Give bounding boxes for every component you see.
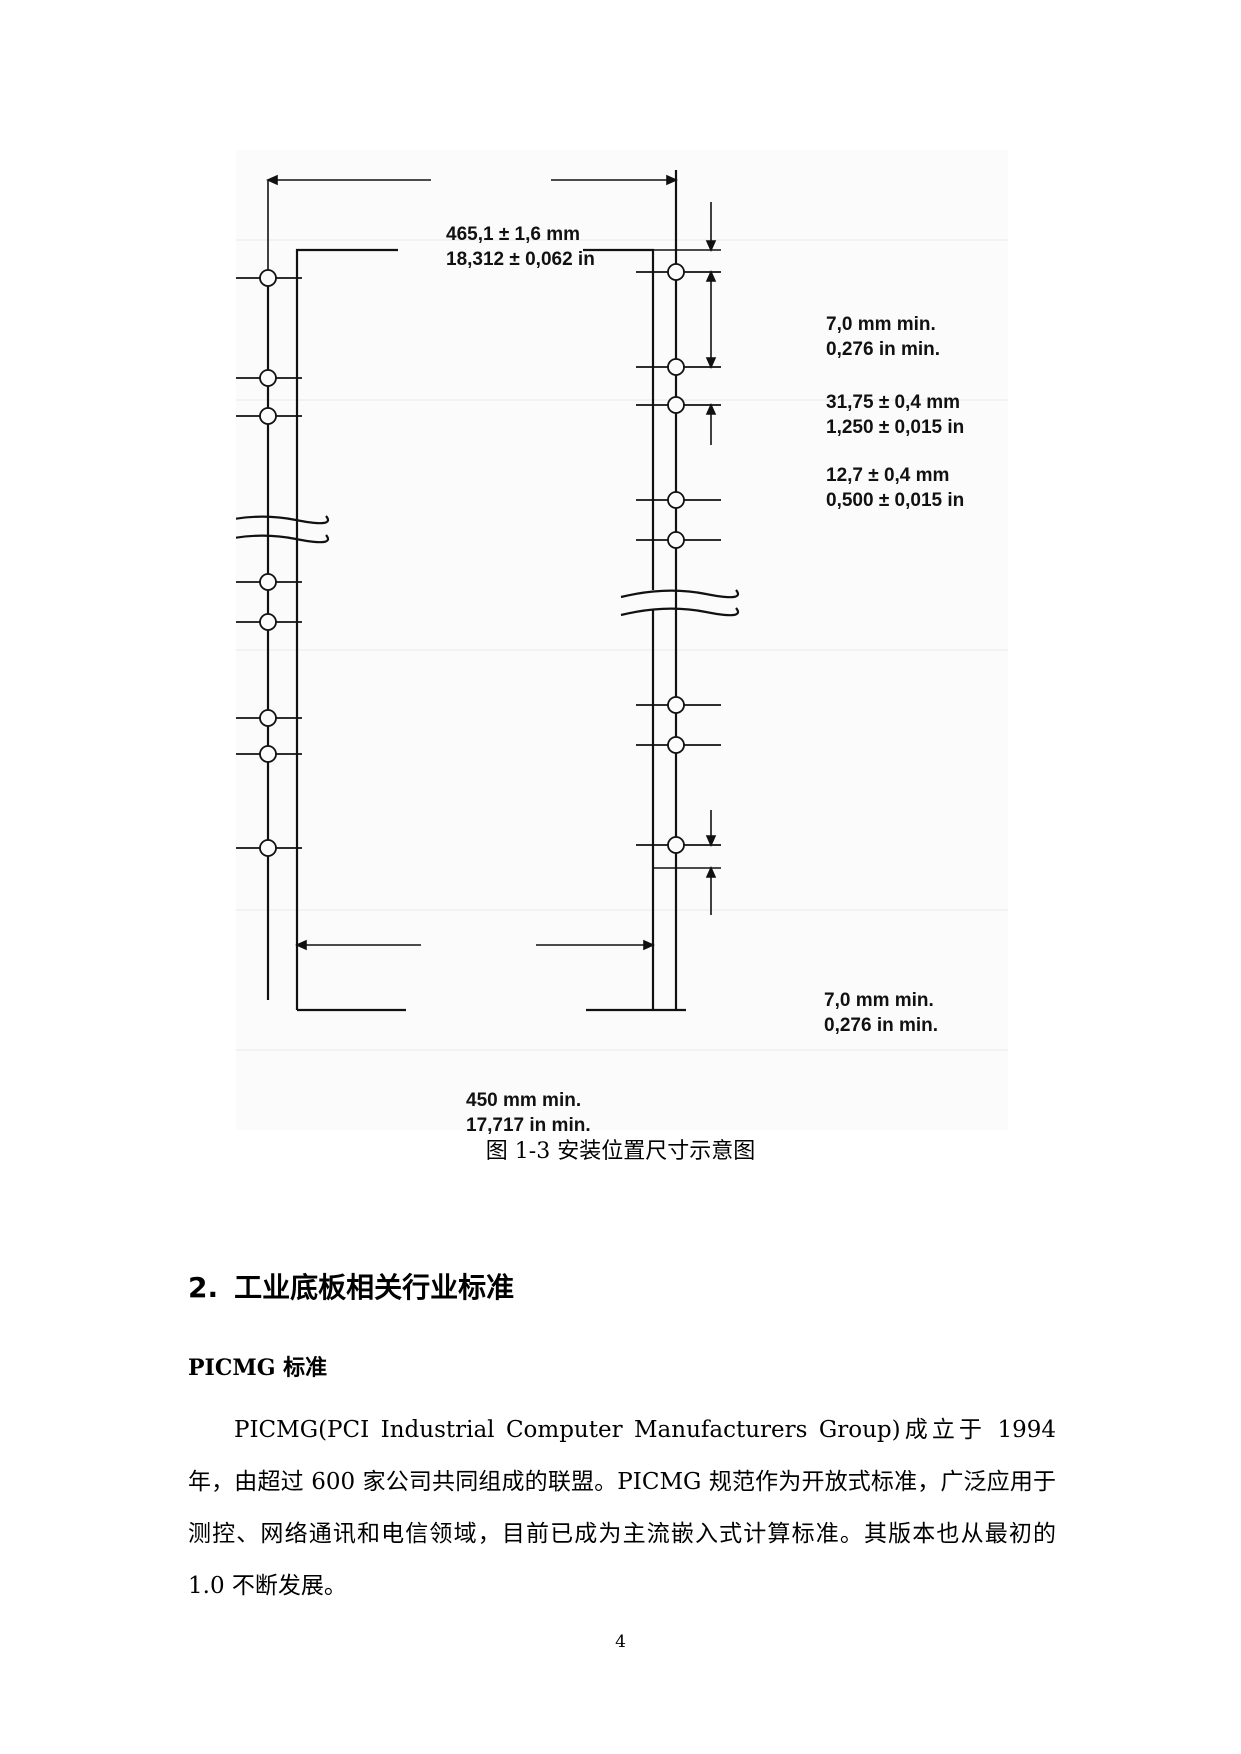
figure-caption: 图 1-3 安装位置尺寸示意图 [485, 1139, 756, 1164]
scan-lines [236, 239, 1008, 1051]
arrowhead [705, 403, 717, 415]
arrowhead [705, 866, 717, 878]
mounting-hole [667, 396, 685, 414]
mounting-hole [259, 573, 277, 591]
scan-background [236, 150, 1008, 1130]
arrowhead [666, 174, 678, 186]
section-heading: 2. 工业底板相关行业标准 [188, 1268, 514, 1308]
arrowhead [266, 174, 278, 186]
mounting-hole [259, 613, 277, 631]
right-break-mark [620, 607, 739, 617]
arrowhead [705, 270, 717, 282]
arrowhead [295, 939, 307, 951]
arrowhead [643, 939, 655, 951]
mounting-hole [259, 839, 277, 857]
mounting-hole [259, 269, 277, 287]
mounting-hole [667, 696, 685, 714]
dim-inner-width-label: 450 mm min.17,717 in min. [466, 1090, 591, 1136]
arrowhead [705, 357, 717, 369]
mounting-hole [667, 736, 685, 754]
section-number: 2. [188, 1271, 219, 1304]
arrowhead [705, 240, 717, 252]
paragraph-text: PICMG(PCI Industrial Computer Manufactur… [188, 1417, 1056, 1599]
mounting-hole [667, 263, 685, 281]
left-rail-edge [295, 248, 398, 1010]
section-title: 工业底板相关行业标准 [234, 1271, 515, 1304]
left-break-mark [236, 515, 329, 525]
left-break-mark [236, 534, 329, 544]
dim-top-margin-label: 7,0 mm min.0,276 in min. [826, 314, 941, 360]
body-paragraph: PICMG(PCI Industrial Computer Manufactur… [188, 1404, 1056, 1612]
mounting-hole [667, 491, 685, 509]
mounting-hole [259, 745, 277, 763]
mounting-hole [667, 836, 685, 854]
page-number: 4 [615, 1632, 626, 1652]
mounting-hole [259, 407, 277, 425]
mounting-drawing [236, 150, 1008, 1130]
arrowhead [705, 835, 717, 847]
mounting-hole [667, 358, 685, 376]
mounting-hole [259, 709, 277, 727]
mounting-hole [259, 369, 277, 387]
mounting-hole [667, 531, 685, 549]
right-break-mark [620, 589, 739, 599]
subsection-heading: PICMG 标准 [188, 1355, 328, 1381]
dim-bottom-margin-label: 7,0 mm min.0,276 in min. [824, 990, 939, 1036]
